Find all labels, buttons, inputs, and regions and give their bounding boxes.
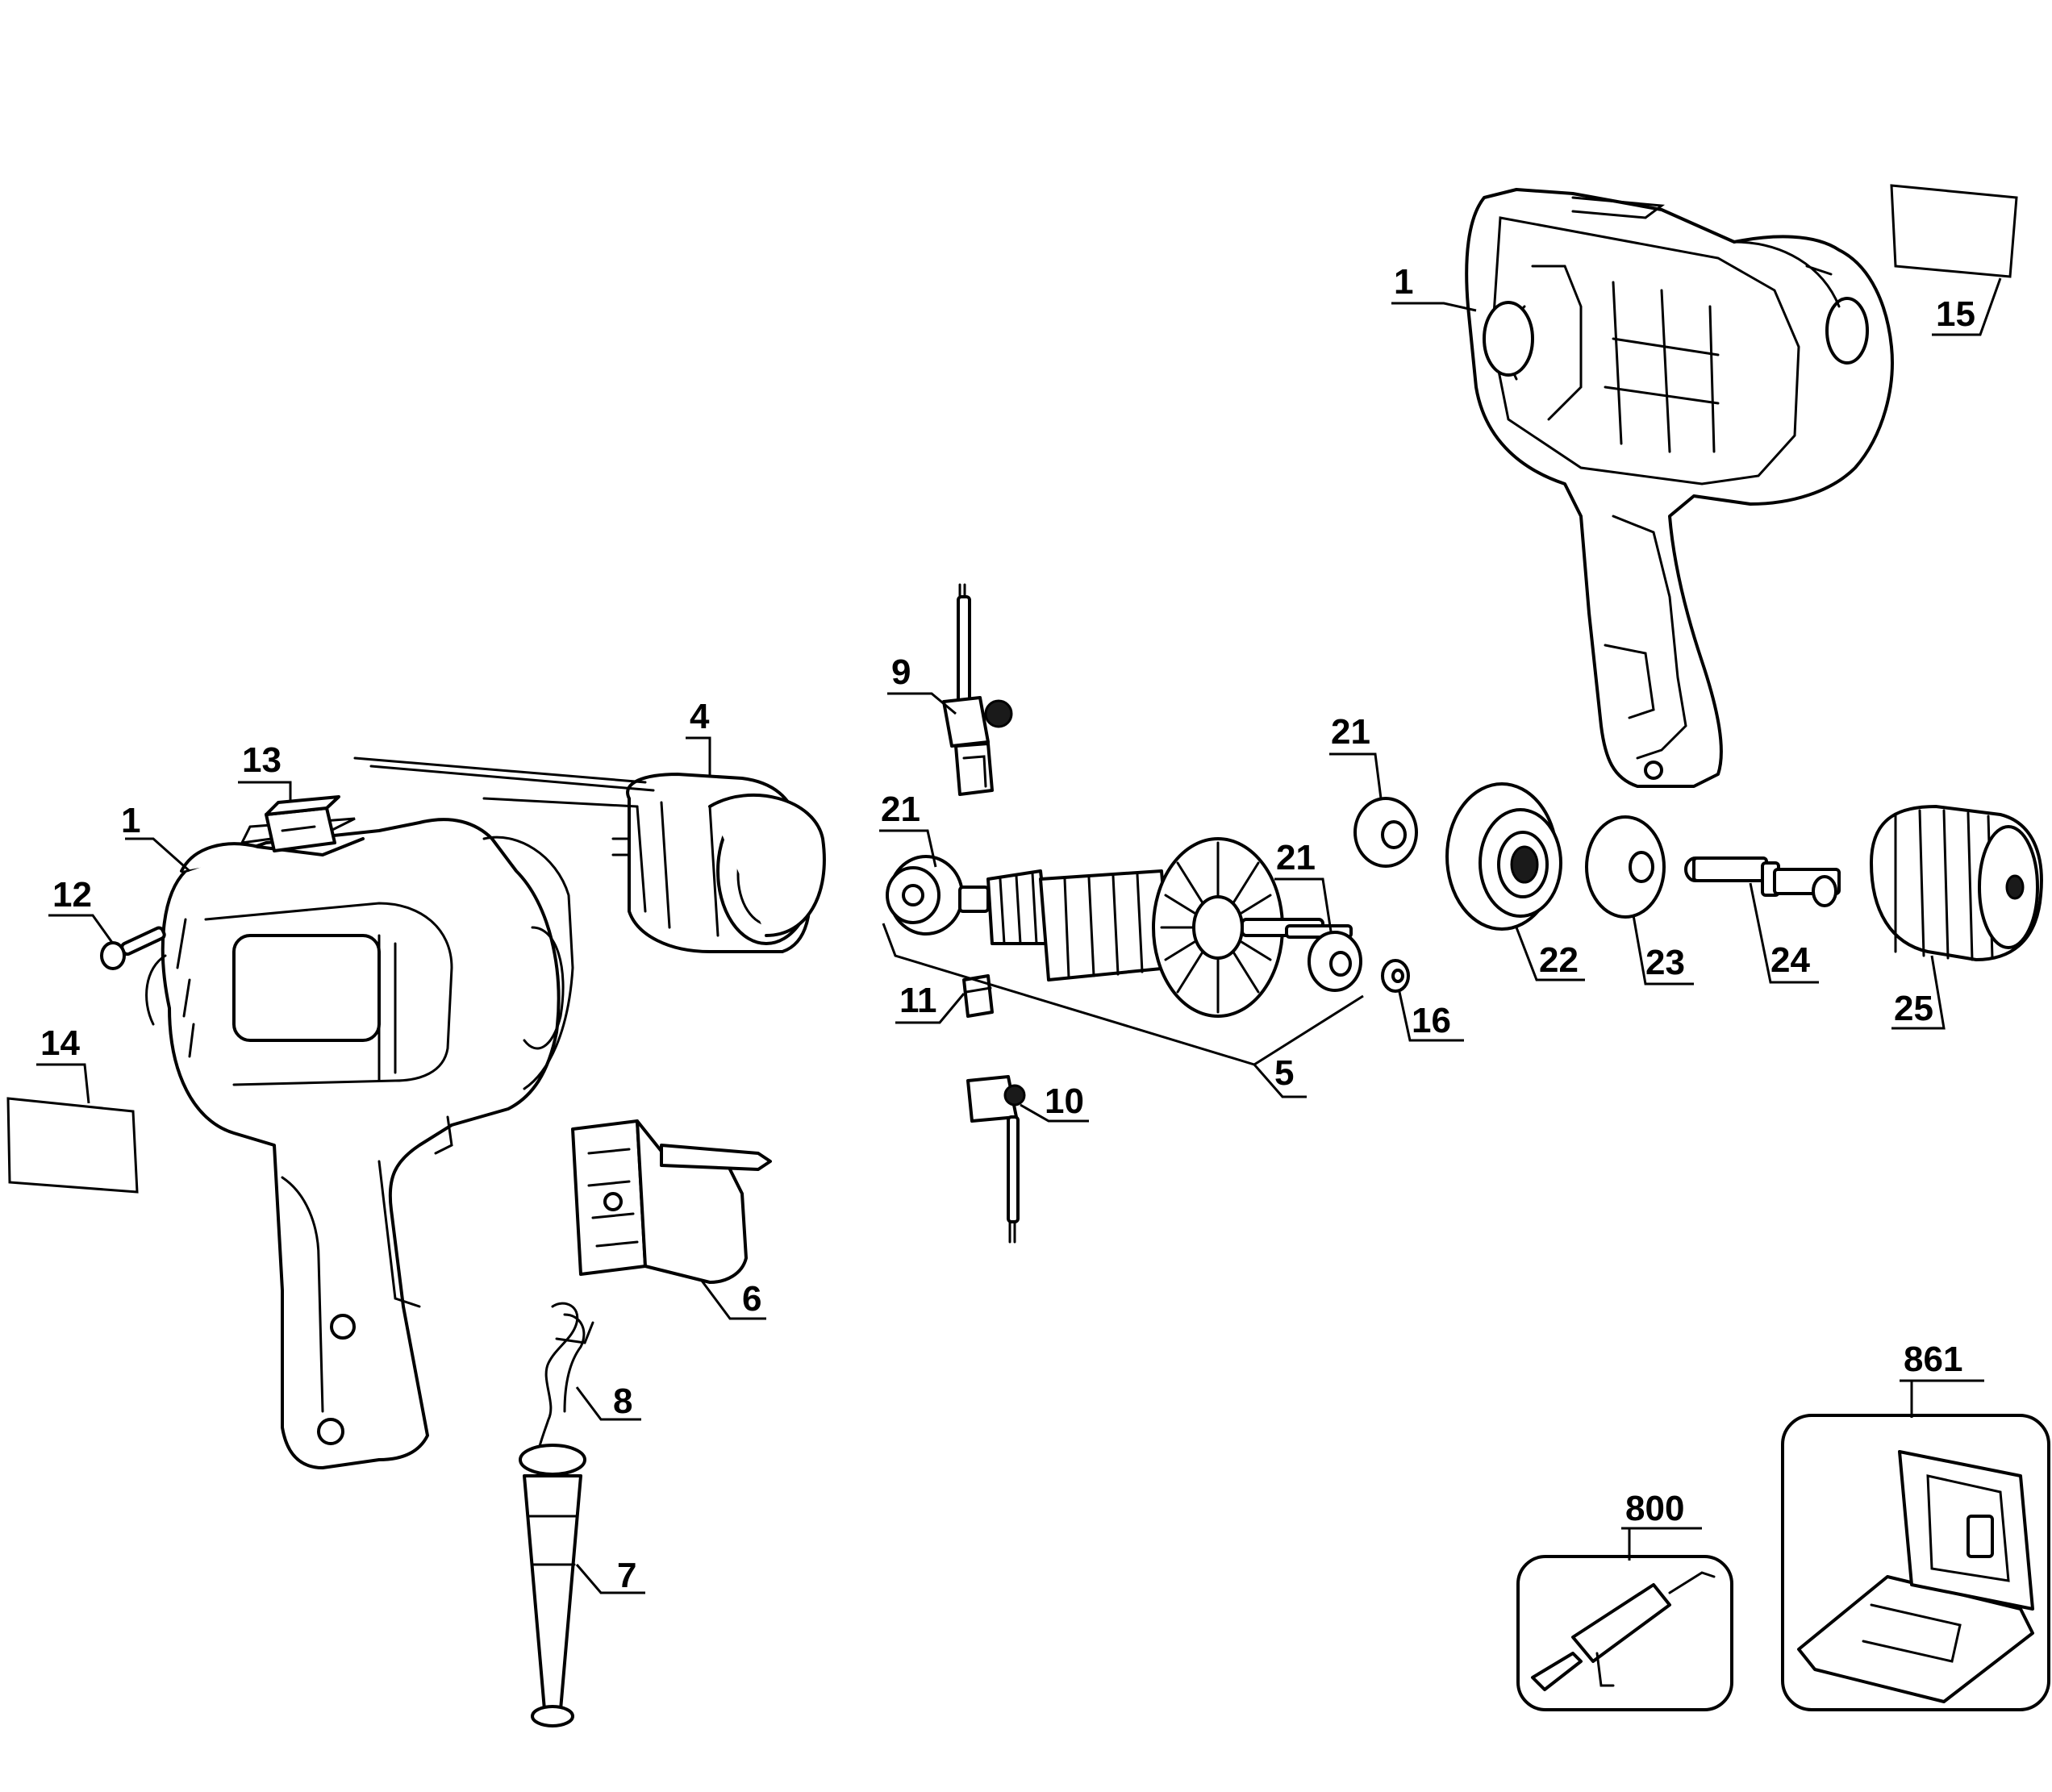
screw (100, 926, 166, 970)
leader-cord (575, 1564, 645, 1594)
gear (1445, 782, 1562, 931)
label-accessory-tool: 800 (1625, 1489, 1684, 1528)
label-field: 4 (690, 697, 710, 736)
label-brush: 11 (899, 981, 937, 1020)
leader-button (238, 781, 292, 800)
button (265, 795, 340, 852)
leader-field (686, 736, 711, 776)
label-cord: 7 (617, 1556, 636, 1595)
label-housing-left: 1 (121, 801, 140, 840)
leader-bearing-c (1329, 752, 1383, 799)
cord-protector (536, 1302, 594, 1477)
label-bearing-c: 21 (1331, 712, 1370, 752)
label-washer-small: 16 (1412, 1001, 1451, 1040)
leader-armature (882, 923, 1364, 1066)
bearing-d (1585, 815, 1666, 919)
leader-washer-small (1398, 991, 1464, 1042)
bearing-a (886, 866, 940, 924)
label-kit-box: 861 (1904, 1340, 1962, 1379)
leader-chuck (1891, 955, 1946, 1030)
leader-housing-left (125, 837, 190, 873)
label-bearing-a: 21 (881, 790, 920, 829)
label-button: 13 (242, 740, 282, 780)
label-screw: 12 (52, 875, 92, 915)
label-nameplate-left: 14 (40, 1023, 80, 1063)
field (353, 756, 826, 953)
label-cord-protector: 8 (613, 1382, 632, 1421)
leader-spindle (1749, 882, 1819, 984)
leader-accessory-tool (1621, 1527, 1702, 1561)
leader-bearing-b (1274, 877, 1333, 932)
accessory-tool (1531, 1571, 1716, 1691)
label-switch: 6 (742, 1279, 761, 1319)
label-chuck: 25 (1894, 989, 1933, 1028)
leader-brush (895, 993, 966, 1024)
housing-right (1465, 188, 1894, 788)
leader-armature-label (1253, 1064, 1307, 1098)
brush-holder-upper (942, 583, 1013, 796)
leader-bearing-a (879, 829, 937, 868)
kit-box (1797, 1450, 2034, 1703)
label-gear: 22 (1539, 940, 1579, 980)
leader-brush-holder-upper (887, 692, 957, 715)
leader-switch (700, 1280, 766, 1320)
label-housing-right: 1 (1394, 262, 1413, 302)
label-brush-holder-lower: 10 (1045, 1081, 1084, 1121)
label-bearing-b: 21 (1276, 838, 1316, 877)
spindle (1684, 856, 1841, 907)
brush-holder-lower (966, 1075, 1026, 1244)
leader-screw (48, 914, 115, 944)
leader-brush-holder-lower (1020, 1103, 1089, 1123)
cord (519, 1444, 586, 1727)
label-spindle: 24 (1770, 940, 1810, 980)
leader-housing-right (1391, 302, 1477, 312)
nameplate-left (6, 1097, 139, 1194)
label-nameplate-right: 15 (1936, 294, 1975, 334)
leader-nameplate-left (36, 1063, 90, 1104)
label-armature-assembly: 5 (1274, 1053, 1294, 1093)
chuck (1870, 805, 2043, 961)
label-brush-holder-upper: 9 (891, 652, 911, 692)
brush (962, 974, 994, 1018)
leader-kit-box (1900, 1379, 1984, 1418)
leader-cord-protector (575, 1386, 641, 1421)
leader-nameplate-right (1932, 277, 2002, 336)
washer-small (1381, 959, 1410, 993)
leader-gear (1515, 927, 1585, 981)
bearing-c (1353, 797, 1418, 868)
switch (571, 1119, 772, 1284)
nameplate-right (1890, 184, 2018, 278)
leader-bearing-d (1632, 915, 1694, 986)
bearing-b (1308, 931, 1362, 992)
label-bearing-d: 23 (1645, 943, 1685, 982)
housing-left (145, 817, 574, 1469)
